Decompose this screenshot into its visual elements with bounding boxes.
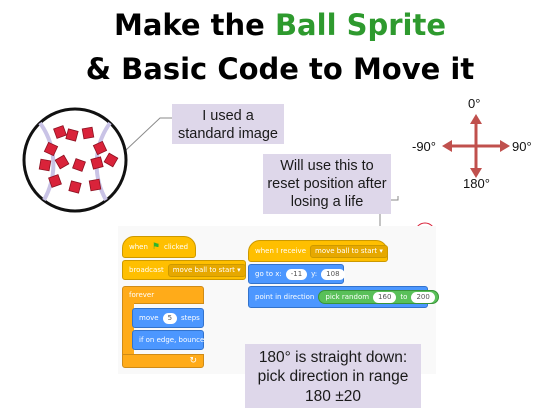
forever-block[interactable]: forever xyxy=(122,286,204,304)
go-to-x-label: go to x: xyxy=(255,270,282,278)
hat-clicked-label: clicked xyxy=(163,243,189,251)
if-on-edge-bounce-block[interactable]: if on edge, bounce xyxy=(132,330,204,350)
baseball-sprite-image xyxy=(22,107,128,213)
move-label: move xyxy=(139,314,159,322)
receive-message-dropdown[interactable]: move ball to start xyxy=(310,244,388,258)
direction-compass xyxy=(442,114,510,178)
compass-label-left: -90° xyxy=(412,139,436,154)
hat-when-label: when xyxy=(129,243,148,251)
broadcast-label: broadcast xyxy=(129,266,164,274)
go-to-x-input[interactable]: -11 xyxy=(285,268,308,280)
forever-block-body xyxy=(122,303,134,359)
when-i-receive-block[interactable]: when I receive move ball to start xyxy=(248,240,388,262)
pick-random-to-label: to xyxy=(400,293,408,301)
forever-block-footer: ↻ xyxy=(122,354,204,368)
green-flag-icon: ⚑ xyxy=(151,242,160,252)
slide-title-line-1: Make the Ball Sprite xyxy=(0,6,560,44)
move-steps-block[interactable]: move 5 steps xyxy=(132,308,204,328)
when-flag-clicked-block[interactable]: when ⚑ clicked xyxy=(122,236,196,258)
title-highlight: Ball Sprite xyxy=(274,8,447,42)
go-to-xy-block[interactable]: go to x: -11 y: 108 xyxy=(248,264,345,284)
move-steps-input[interactable]: 5 xyxy=(162,312,178,324)
go-to-y-input[interactable]: 108 xyxy=(321,268,345,280)
forever-label: forever xyxy=(129,291,155,299)
title-prefix: Make the xyxy=(113,8,275,42)
steps-label: steps xyxy=(181,314,200,322)
compass-label-up: 0° xyxy=(468,96,481,111)
loop-arrow-icon: ↻ xyxy=(189,356,197,366)
pick-random-to-input[interactable]: 200 xyxy=(411,291,435,303)
when-i-receive-label: when I receive xyxy=(255,247,306,255)
broadcast-message-dropdown[interactable]: move ball to start xyxy=(167,263,246,277)
callout-reset-position: Will use this to reset position after lo… xyxy=(263,154,391,214)
callout-direction-range: 180° is straight down: pick direction in… xyxy=(245,344,421,408)
pick-random-label: pick random xyxy=(325,293,370,301)
pick-random-from-input[interactable]: 160 xyxy=(373,291,397,303)
compass-label-right: 90° xyxy=(512,139,532,154)
point-in-direction-block[interactable]: point in direction pick random 160 to 20… xyxy=(248,286,439,308)
go-to-y-label: y: xyxy=(311,270,318,278)
compass-label-down: 180° xyxy=(463,176,490,191)
callout-standard-image: I used a standard image xyxy=(172,104,284,144)
pick-random-block[interactable]: pick random 160 to 200 xyxy=(318,290,439,304)
slide-title-line-2: & Basic Code to Move it xyxy=(85,52,475,86)
bounce-label: if on edge, bounce xyxy=(139,336,205,344)
point-in-direction-label: point in direction xyxy=(255,293,315,301)
broadcast-block[interactable]: broadcast move ball to start xyxy=(122,260,246,280)
